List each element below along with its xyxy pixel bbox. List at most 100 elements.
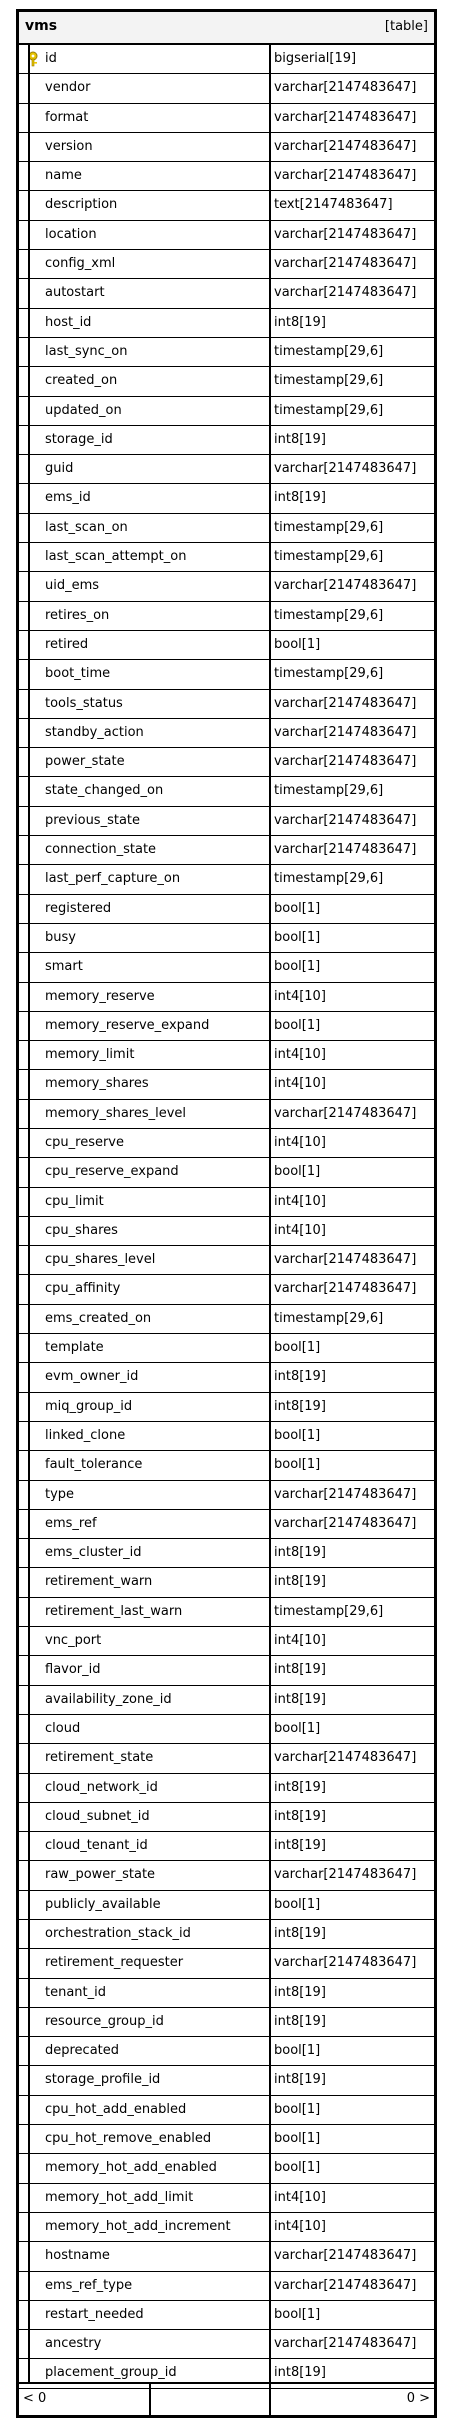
column-type: varchar[2147483647] xyxy=(274,109,417,125)
footer-next[interactable]: 0 > xyxy=(406,2391,430,2406)
column-type: timestamp[29,6] xyxy=(274,607,384,623)
column-name: publicly_available xyxy=(45,1896,161,1912)
column-name: cpu_shares_level xyxy=(45,1252,156,1268)
column-type: int8[19] xyxy=(274,1545,326,1561)
column-name: cpu_hot_remove_enabled xyxy=(45,2131,212,2147)
column-type: int8[19] xyxy=(274,1838,326,1854)
column-name: description xyxy=(45,197,118,213)
column-name: retirement_warn xyxy=(45,1574,153,1590)
column-type: timestamp[29,6] xyxy=(274,343,384,359)
column-name: version xyxy=(45,138,93,154)
column-name: availability_zone_id xyxy=(45,1691,172,1707)
column-name: deprecated xyxy=(45,2043,120,2059)
column-name: restart_needed xyxy=(45,2306,144,2322)
column-type: bool[1] xyxy=(274,2131,321,2147)
column-name: vendor xyxy=(45,80,91,96)
column-name: host_id xyxy=(45,314,92,330)
column-type: varchar[2147483647] xyxy=(274,1281,417,1297)
column-type: varchar[2147483647] xyxy=(274,256,417,272)
column-type: int8[19] xyxy=(274,1691,326,1707)
column-name: connection_state xyxy=(45,842,157,858)
column-type: bool[1] xyxy=(274,929,321,945)
column-name: power_state xyxy=(45,754,125,770)
column-name: memory_hot_add_enabled xyxy=(45,2160,217,2176)
type-divider xyxy=(269,45,271,2382)
table-row: tools_status varchar[2147483647] xyxy=(19,690,434,719)
column-name: state_changed_on xyxy=(45,783,164,799)
primary-key-icon xyxy=(28,51,38,67)
column-name: memory_reserve_expand xyxy=(45,1017,210,1033)
column-name: tools_status xyxy=(45,695,123,711)
table-row: version varchar[2147483647] xyxy=(19,133,434,163)
column-type: varchar[2147483647] xyxy=(274,1867,417,1883)
column-name: cloud_subnet_id xyxy=(45,1808,150,1824)
column-type: int4[10] xyxy=(274,1134,326,1150)
column-type: int8[19] xyxy=(274,2072,326,2088)
table-name: vms xyxy=(25,18,58,34)
column-name: miq_group_id xyxy=(45,1398,133,1414)
table-header: vms [table] xyxy=(19,12,434,45)
footer-prev[interactable]: < 0 xyxy=(23,2391,47,2406)
table-row: cpu_shares_level varchar[2147483647] xyxy=(19,1246,434,1276)
column-type: int8[19] xyxy=(274,1398,326,1414)
column-name: tenant_id xyxy=(45,1984,107,2000)
column-type: timestamp[29,6] xyxy=(274,783,384,799)
column-type: bool[1] xyxy=(274,1896,321,1912)
column-type: bool[1] xyxy=(274,636,321,652)
column-type: int8[19] xyxy=(274,431,326,447)
column-name: cpu_reserve_expand xyxy=(45,1164,179,1180)
column-type: varchar[2147483647] xyxy=(274,1515,417,1531)
column-name: storage_id xyxy=(45,431,113,447)
table-kind: [table] xyxy=(384,19,428,34)
column-type: int8[19] xyxy=(274,2013,326,2029)
column-type: varchar[2147483647] xyxy=(274,138,417,154)
column-type: int4[10] xyxy=(274,1047,326,1063)
column-name: registered xyxy=(45,900,112,916)
column-type: varchar[2147483647] xyxy=(274,1105,417,1121)
column-name: hostname xyxy=(45,2248,110,2264)
column-type: varchar[2147483647] xyxy=(274,724,417,740)
column-name: ancestry xyxy=(45,2336,102,2352)
column-name: orchestration_stack_id xyxy=(45,1926,191,1941)
table-row: cpu_hot_remove_enabled bool[1] xyxy=(19,2125,434,2155)
table-row: orchestration_stack_id int8[19] xyxy=(19,1920,434,1950)
column-type: varchar[2147483647] xyxy=(274,1486,417,1502)
column-name: uid_ems xyxy=(45,578,100,594)
column-name: ems_ref_type xyxy=(45,2277,133,2293)
column-type: varchar[2147483647] xyxy=(274,695,417,711)
column-name: guid xyxy=(45,461,74,477)
column-type: int8[19] xyxy=(274,1926,326,1941)
column-type: bool[1] xyxy=(274,2306,321,2322)
column-name: smart xyxy=(45,959,83,975)
column-name: previous_state xyxy=(45,812,141,828)
column-name: fault_tolerance xyxy=(45,1457,143,1473)
column-type: varchar[2147483647] xyxy=(274,1252,417,1268)
column-name: type xyxy=(45,1486,75,1502)
